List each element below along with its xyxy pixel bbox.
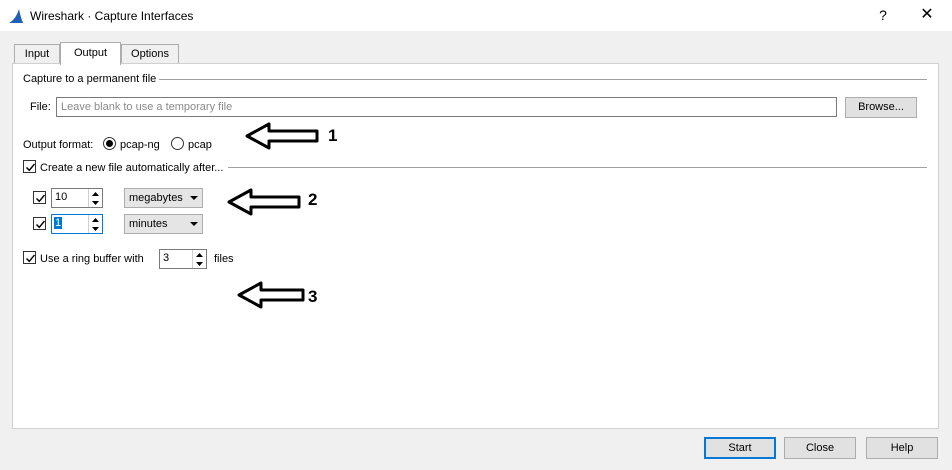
size-unit-dropdown[interactable]: megabytes	[124, 188, 203, 208]
annotation-arrow-icon	[237, 281, 305, 309]
wireshark-fin-icon	[8, 8, 24, 24]
tab-options[interactable]: Options	[121, 44, 179, 64]
size-unit-value: megabytes	[129, 192, 183, 204]
spin-down-icon[interactable]	[89, 224, 102, 233]
annotation-number: 3	[308, 287, 318, 306]
tab-input[interactable]: Input	[14, 44, 60, 64]
window-title: Wireshark · Capture Interfaces	[30, 9, 194, 23]
ring-buffer-spinbox[interactable]: 3	[159, 249, 207, 269]
spin-up-icon[interactable]	[89, 215, 102, 224]
help-button[interactable]: Help	[866, 437, 938, 459]
capture-file-group-title: Capture to a permanent file	[23, 73, 157, 85]
annotation-number: 1	[328, 126, 338, 145]
annotation-arrow-icon	[245, 122, 319, 150]
pcap-radio[interactable]	[171, 137, 184, 150]
spin-down-icon[interactable]	[89, 198, 102, 207]
spin-down-icon[interactable]	[193, 259, 206, 268]
checkmark-icon	[26, 254, 36, 263]
chevron-down-icon	[190, 196, 198, 200]
time-limit-value: 1	[54, 217, 63, 229]
pcapng-radio[interactable]	[103, 137, 116, 150]
file-path-input[interactable]	[56, 97, 837, 117]
tab-output[interactable]: Output	[60, 42, 121, 65]
checkmark-icon	[26, 163, 36, 172]
dialog-body: Input Output Options Capture to a perman…	[0, 31, 952, 470]
tab-input-label: Input	[24, 48, 50, 60]
pcapng-label: pcap-ng	[120, 139, 160, 151]
annotation-number: 2	[308, 190, 318, 209]
ring-buffer-label: Use a ring buffer with	[40, 253, 144, 265]
file-label: File:	[30, 101, 51, 113]
title-bar: Wireshark · Capture Interfaces ? ✕	[0, 0, 952, 31]
group-divider	[159, 79, 927, 80]
time-limit-spinbox[interactable]: 1	[51, 214, 103, 234]
checkmark-icon	[36, 220, 46, 229]
auto-file-divider	[228, 167, 927, 168]
auto-new-file-checkbox[interactable]	[23, 160, 36, 173]
size-limit-value: 10	[55, 191, 68, 203]
time-limit-checkbox[interactable]	[33, 217, 46, 230]
ring-buffer-checkbox[interactable]	[23, 251, 36, 264]
browse-button[interactable]: Browse...	[845, 97, 917, 118]
size-limit-spinbox[interactable]: 10	[51, 188, 103, 208]
annotation-arrow-icon	[227, 188, 301, 216]
output-tab-panel: Capture to a permanent file File: Browse…	[12, 63, 939, 429]
pcap-label: pcap	[188, 139, 212, 151]
tab-options-label: Options	[131, 48, 169, 60]
ring-buffer-value: 3	[163, 252, 170, 264]
time-unit-value: minutes	[129, 218, 168, 230]
close-button[interactable]: Close	[784, 437, 856, 459]
auto-new-file-label: Create a new file automatically after...	[40, 162, 224, 174]
tab-output-label: Output	[73, 47, 108, 59]
time-unit-dropdown[interactable]: minutes	[124, 214, 203, 234]
close-window-button[interactable]: ✕	[920, 6, 934, 23]
output-format-label: Output format:	[23, 139, 94, 151]
start-button[interactable]: Start	[704, 437, 776, 459]
checkmark-icon	[36, 194, 46, 203]
spin-up-icon[interactable]	[89, 189, 102, 198]
chevron-down-icon	[190, 222, 198, 226]
spin-up-icon[interactable]	[193, 250, 206, 259]
ring-buffer-files-label: files	[214, 253, 234, 265]
size-limit-checkbox[interactable]	[33, 191, 46, 204]
help-title-button[interactable]: ?	[879, 7, 887, 23]
